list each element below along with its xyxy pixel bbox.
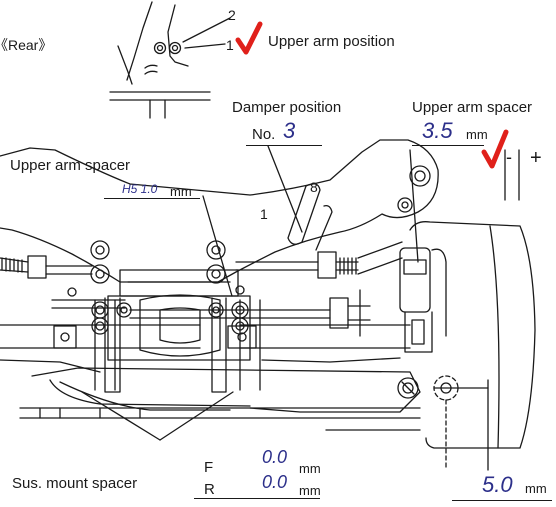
upper-arm-mount-inset — [109, 1, 231, 119]
upper-arm-spacer-left-value: H5 1.0 — [122, 182, 158, 196]
upper-arm-spacer-left-unit: mm — [170, 184, 192, 199]
damper-rule — [246, 145, 322, 146]
sus-mount-rule — [194, 498, 320, 499]
upper-arm-spacer-right-label: Upper arm spacer — [412, 99, 533, 116]
sus-mount-spacer-label: Sus. mount spacer — [12, 475, 138, 492]
sus-mount-rear-value: 0.0 — [262, 472, 288, 492]
rear-label: 《Rear》 — [0, 37, 53, 53]
damper-hole-1: 1 — [260, 206, 268, 222]
upper-arm-position-label: Upper arm position — [268, 33, 395, 50]
right-linkage — [129, 241, 403, 337]
damper-no-prefix: No. — [252, 126, 276, 143]
check-mark-icon — [235, 21, 263, 55]
upper-arm-hole-2: 2 — [228, 7, 236, 23]
upper-arm-hole-1: 1 — [226, 37, 234, 53]
center-bulkhead — [67, 240, 261, 393]
sus-mount-front-value: 0.0 — [262, 447, 288, 467]
bottom-right-rule — [452, 500, 552, 501]
spacer-minus-sign: - — [506, 147, 512, 167]
upper-arm-spacer-left-rule — [104, 198, 200, 199]
upper-arm-spacer-right-value: 3.5 — [422, 118, 453, 143]
sus-mount-front-letter: F — [204, 459, 214, 476]
damper-hole-8: 8 — [310, 179, 318, 195]
sus-mount-rear-letter: R — [204, 481, 215, 498]
bottom-right-unit: mm — [525, 481, 547, 496]
wheel-hub — [325, 149, 536, 471]
sus-mount-rear-unit: mm — [299, 483, 321, 498]
upper-arm-spacer-right-unit: mm — [466, 127, 488, 142]
check-mark-icon — [481, 129, 509, 169]
upper-arm-spacer-right-rule — [412, 145, 484, 146]
damper-position-label: Damper position — [232, 99, 342, 116]
lower-arm — [0, 324, 421, 419]
callout-lines — [81, 145, 419, 441]
bottom-right-value: 5.0 — [482, 472, 513, 497]
upper-arm-left — [0, 139, 439, 283]
upper-arm-spacer-left-label: Upper arm spacer — [10, 157, 131, 174]
damper-position-value: 3 — [283, 118, 296, 143]
spacer-plus-sign: + — [530, 147, 542, 169]
sus-mount-front-unit: mm — [299, 461, 321, 476]
left-linkage — [0, 240, 126, 309]
